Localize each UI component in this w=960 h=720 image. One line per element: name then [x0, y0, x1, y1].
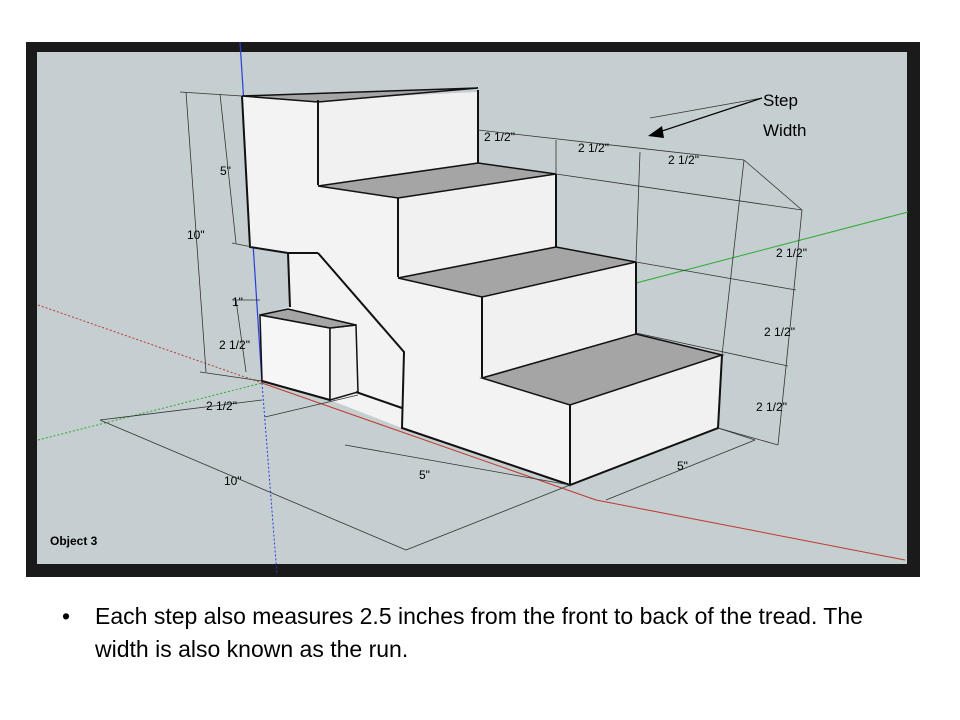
small-block-side [329, 324, 359, 401]
bullet-dot: • [62, 603, 71, 629]
dim-left-total: 10" [187, 228, 205, 242]
small-block-front [259, 314, 331, 401]
small-block-top [259, 308, 357, 329]
dim-right-rise-mid: 2 1/2" [764, 325, 795, 339]
riser-1 [318, 92, 478, 185]
dim-base-right: 5" [677, 459, 688, 473]
dim-small-rise: 2 1/2" [219, 338, 250, 352]
dim-left-top: 5" [220, 164, 231, 178]
dim-step-width-1: 2 1/2" [484, 130, 515, 144]
callout-arrow-line [655, 97, 763, 134]
dim-step-width-2: 2 1/2" [578, 141, 609, 155]
dim-right-rise-bottom: 2 1/2" [756, 400, 787, 414]
riser-3 [482, 262, 636, 377]
dim-right-rise-top: 2 1/2" [776, 246, 807, 260]
riser-2 [398, 174, 556, 277]
dim-base-length: 10" [224, 474, 242, 488]
riser-4 [570, 355, 722, 485]
dim-small-top: 1" [232, 295, 243, 309]
object-label: Object 3 [50, 534, 98, 548]
callout-step: Step [763, 91, 798, 110]
dim-base-mid: 5" [419, 468, 430, 482]
bullet-text: Each step also measures 2.5 inches from … [95, 603, 863, 662]
callout-width: Width [763, 121, 806, 140]
callout-arrowhead [648, 126, 664, 138]
dim-step-width-3: 2 1/2" [668, 153, 699, 167]
tread-top [241, 87, 479, 103]
dim-small-depth: 2 1/2" [206, 399, 237, 413]
stair-outline [241, 90, 723, 487]
dimension-lines [99, 91, 803, 551]
